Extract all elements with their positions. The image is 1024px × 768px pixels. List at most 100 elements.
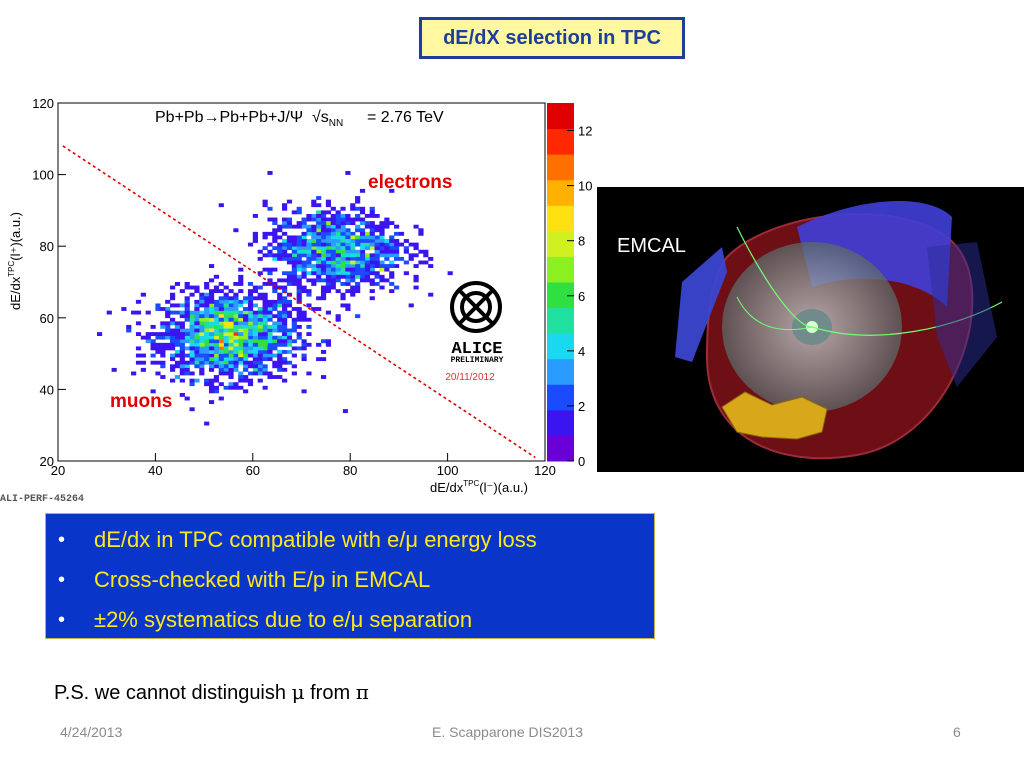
heatmap-cell (277, 299, 283, 304)
heatmap-cell (267, 375, 273, 379)
heatmap-cell (301, 271, 307, 276)
heatmap-cell (194, 303, 200, 308)
heatmap-cell (325, 310, 332, 315)
heatmap-cell (330, 260, 336, 265)
heatmap-cell (291, 353, 297, 358)
heatmap-cell (369, 256, 375, 261)
heatmap-cell (296, 210, 302, 215)
heatmap-cell (135, 353, 142, 358)
heatmap-cell (247, 342, 254, 347)
z-tick-label: 4 (578, 344, 585, 359)
heatmap-cell (150, 346, 156, 351)
heatmap-cell (301, 224, 307, 229)
heatmap-cell (389, 235, 395, 240)
heatmap-cell (282, 335, 288, 340)
heatmap-cell (218, 203, 224, 208)
heatmap-cell (208, 346, 215, 351)
heatmap-cell (194, 346, 200, 351)
heatmap-cell (311, 199, 317, 204)
heatmap-cell (194, 321, 200, 326)
heatmap-cell (267, 342, 273, 347)
heatmap-cell (384, 249, 390, 254)
heatmap-cell (340, 242, 346, 247)
heatmap-cell (272, 231, 278, 236)
heatmap-cell (325, 260, 332, 265)
heatmap-cell (359, 217, 366, 222)
heatmap-cell (306, 246, 312, 251)
heatmap-cell (174, 339, 181, 344)
heatmap-cell (355, 213, 361, 218)
heatmap-cell (199, 314, 205, 319)
heatmap-cell (301, 235, 307, 240)
heatmap-cell (208, 328, 215, 333)
heatmap-cell (218, 307, 224, 311)
heatmap-cell (247, 289, 254, 294)
heatmap-cell (208, 360, 215, 365)
heatmap-cell (350, 235, 356, 240)
heatmap-cell (325, 274, 332, 279)
heatmap-cell (389, 253, 395, 258)
heatmap-cell (272, 228, 278, 233)
heatmap-cell (340, 253, 346, 258)
selection-line (62, 145, 536, 459)
heatmap-cell (218, 396, 224, 401)
heatmap-cell (223, 332, 229, 336)
heatmap-cell (286, 328, 293, 333)
heatmap-cell (233, 307, 239, 311)
heatmap-cell (311, 271, 317, 276)
heatmap-cell (135, 346, 142, 351)
heatmap-cell (165, 324, 171, 329)
heatmap-cell (316, 217, 322, 222)
heatmap-cell (228, 367, 234, 372)
heatmap-cell (286, 282, 293, 286)
heatmap-cell (364, 239, 370, 243)
electrons-label: electrons (368, 172, 452, 193)
heatmap-cell (213, 375, 220, 379)
heatmap-cell (199, 367, 205, 372)
heatmap-cell (233, 310, 239, 315)
heatmap-cell (340, 246, 346, 251)
heatmap-cell (345, 228, 351, 233)
heatmap-cell (272, 253, 278, 258)
heatmap-cell (345, 171, 351, 175)
heatmap-cell (379, 253, 385, 258)
heatmap-cell (184, 353, 190, 358)
heatmap-cell (223, 285, 229, 290)
heatmap-cell (257, 249, 263, 254)
heatmap-cell (355, 314, 361, 319)
heatmap-cell (286, 246, 293, 251)
heatmap-cell (296, 274, 302, 279)
heatmap-cell (238, 353, 244, 358)
heatmap-cell (204, 321, 210, 326)
heatmap-cell (272, 335, 278, 340)
heatmap-cell (208, 400, 215, 405)
heatmap-cell (296, 264, 302, 268)
heatmap-cell (262, 346, 268, 351)
heatmap-cell (170, 357, 176, 362)
heatmap-cell (301, 289, 307, 294)
heatmap-cell (204, 285, 210, 290)
heatmap-cell (272, 360, 278, 365)
heatmap-cell (355, 282, 361, 286)
heatmap-cell (208, 364, 215, 369)
heatmap-cell (359, 264, 366, 268)
heatmap-cell (155, 303, 161, 308)
heatmap-cell (208, 378, 215, 383)
heatmap-cell (379, 267, 385, 272)
heatmap-cell (272, 307, 278, 311)
heatmap-cell (223, 324, 229, 329)
heatmap-cell (291, 260, 297, 265)
heatmap-cell (282, 289, 288, 294)
heatmap-cell (286, 260, 293, 265)
heatmap-cell (374, 249, 380, 254)
heatmap-cell (135, 360, 142, 365)
heatmap-cell (252, 332, 258, 336)
heatmap-cell (291, 324, 297, 329)
heatmap-cell (350, 292, 356, 297)
heatmap-cell (277, 224, 283, 229)
heatmap-cell (359, 242, 366, 247)
heatmap-cell (233, 314, 239, 319)
heatmap-cell (189, 314, 195, 319)
heatmap-cell (238, 378, 244, 383)
heatmap-cell (194, 353, 200, 358)
